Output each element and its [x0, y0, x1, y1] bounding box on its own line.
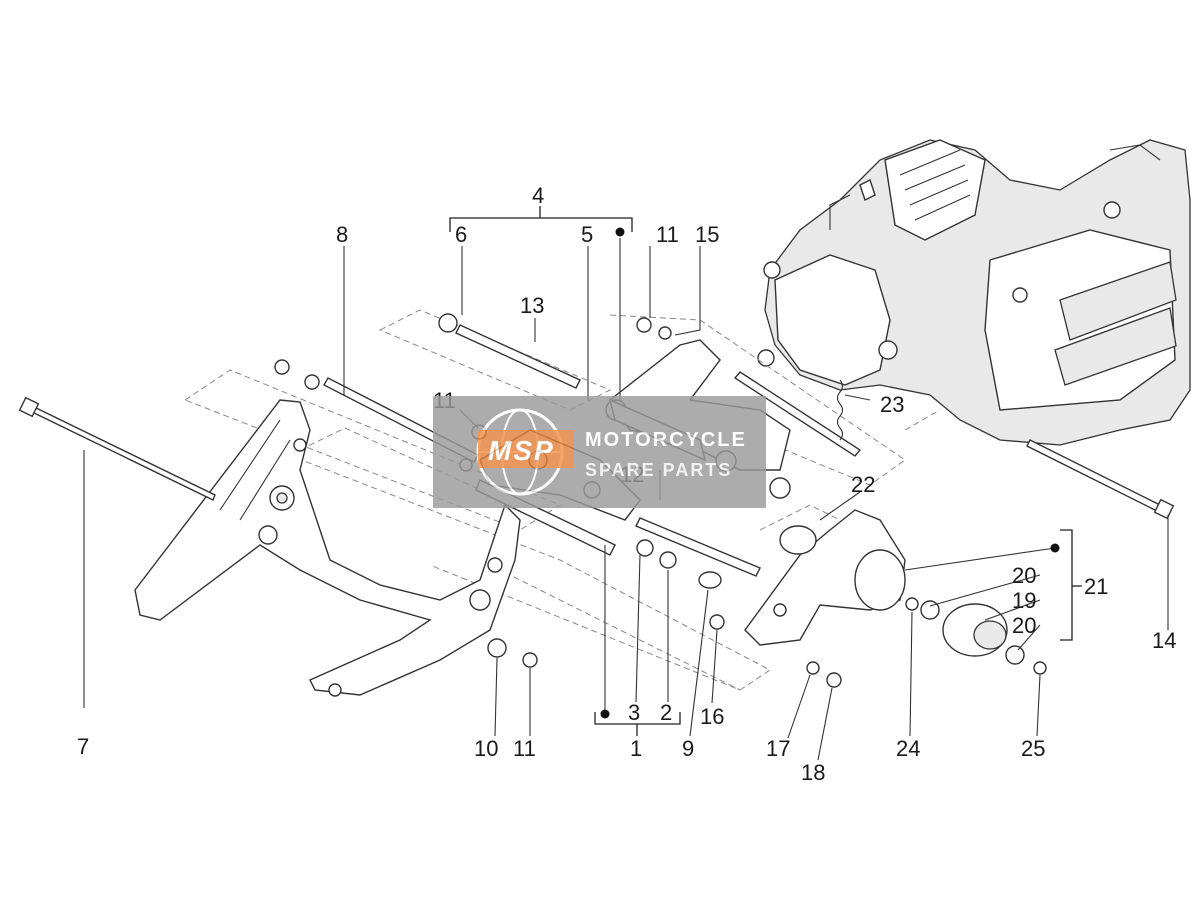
callout-4: 4 [532, 183, 544, 208]
watermark: MSP MOTORCYCLE SPARE PARTS [433, 396, 766, 508]
callout-21: 21 [1084, 574, 1108, 599]
callout-25: 25 [1021, 736, 1045, 761]
long-bolt-14 [1026, 439, 1175, 520]
callout-18: 18 [801, 760, 825, 785]
callout-17: 17 [766, 736, 790, 761]
rear-bracket [744, 509, 906, 646]
watermark-logo: MSP [488, 435, 555, 466]
callout-14: 14 [1152, 628, 1176, 653]
long-bolt-7 [18, 396, 216, 501]
callout-15: 15 [695, 222, 719, 247]
callout-20-lower: 20 [1012, 613, 1036, 638]
callout-11-upper: 11 [656, 222, 679, 247]
callout-19: 19 [1012, 588, 1036, 613]
callout-6: 6 [455, 222, 467, 247]
callout-10: 10 [474, 736, 498, 761]
callout-8: 8 [336, 222, 348, 247]
shaft-13 [438, 313, 581, 389]
silent-block-19 [905, 597, 1047, 675]
watermark-line1: MOTORCYCLE [585, 429, 747, 451]
callout-23: 23 [880, 392, 904, 417]
callout-16: 16 [700, 704, 724, 729]
callout-labels: 4 6 5 11 15 8 13 11 23 12 22 20 21 19 20… [77, 183, 1176, 785]
callout-20-upper: 20 [1012, 563, 1036, 588]
watermark-logo-badge [478, 430, 574, 468]
engine-assembly [757, 139, 1191, 446]
callout-11-lower: 11 [513, 736, 536, 761]
group-brackets [449, 206, 1082, 736]
callout-2: 2 [660, 700, 672, 725]
leader-lines [83, 238, 1169, 761]
callout-24: 24 [896, 736, 920, 761]
callout-1: 1 [630, 736, 642, 761]
bullet-marker-4 [615, 227, 625, 237]
bullet-marker-21 [1050, 543, 1060, 553]
spring-23 [836, 379, 844, 441]
callout-13: 13 [520, 293, 544, 318]
left-swing-bracket [134, 399, 521, 697]
small-hardware [487, 317, 842, 688]
callout-22: 22 [851, 472, 875, 497]
callout-9: 9 [682, 736, 694, 761]
callout-3: 3 [628, 700, 640, 725]
callout-7: 7 [77, 734, 89, 759]
bullet-marker-1 [600, 709, 610, 719]
callout-5: 5 [581, 222, 593, 247]
watermark-line2: SPARE PARTS [585, 460, 732, 480]
